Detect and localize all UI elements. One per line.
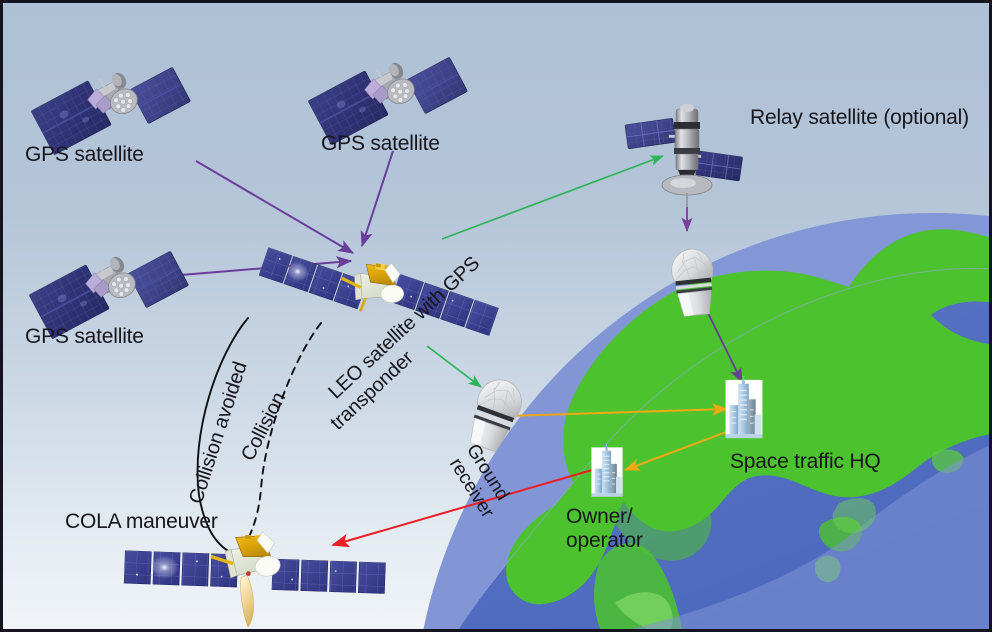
arrow-leo-to-ground-receiver [426,345,482,388]
label-gps-satellite-3: GPS satellite [25,325,144,348]
arrow-owner-to-cola [331,463,614,548]
label-space-traffic-hq: Space traffic HQ [730,450,881,473]
label-owner-operator-line1: Owner/ [566,505,633,528]
earth-graphic [423,213,989,629]
arrow-ground-station-to-hq [702,302,743,384]
node-owner-operator[interactable] [591,444,623,497]
label-gps-satellite-1: GPS satellite [25,143,144,166]
node-relay-satellite[interactable] [624,103,744,208]
arrow-leo-to-relay [441,155,664,240]
diagram-scene [28,32,989,629]
label-owner-operator-line2: operator [566,529,643,552]
label-relay-satellite: Relay satellite (optional) [750,106,969,129]
arrow-ground-receiver-to-hq [506,403,729,417]
label-cola-maneuver: COLA maneuver [65,510,218,533]
arrow-gps2-to-leo [360,150,394,248]
node-space-traffic-hq[interactable] [725,376,763,439]
arrow-gps1-to-leo [195,160,355,254]
label-gps-satellite-2: GPS satellite [321,132,440,155]
arrow-hq-to-owner [623,430,730,471]
trajectory-collision-avoided [196,317,249,556]
